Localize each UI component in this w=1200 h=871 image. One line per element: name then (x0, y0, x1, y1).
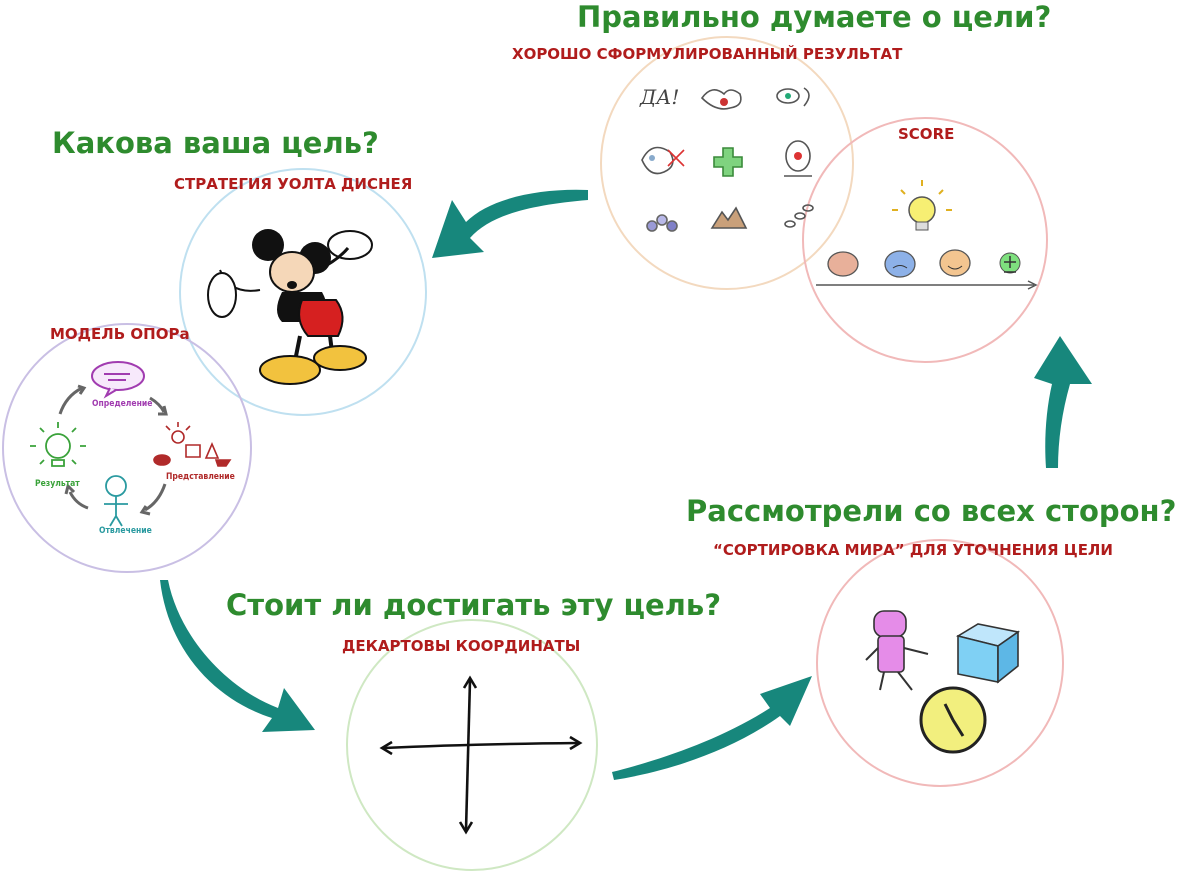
cube-icon (955, 623, 1020, 684)
opora-cycle-arrows (58, 384, 168, 516)
y-axis (464, 679, 472, 831)
stones-icon (646, 214, 678, 232)
arrow-sort-to-score (1034, 336, 1092, 468)
mountains-icon (710, 206, 748, 229)
goal-question: Правильно думаете о цели? (577, 0, 1052, 34)
goal-circle (600, 36, 854, 290)
scene-icon (153, 422, 232, 467)
mickey-illustration (207, 229, 373, 385)
result-lightbulb-icon (30, 422, 86, 467)
face-icons (827, 249, 1021, 278)
opora-circle (2, 323, 252, 573)
opora-title: МОДЕЛЬ ОПОРа (50, 325, 190, 343)
opora-label-definition: Определение (92, 399, 153, 409)
sort-icons (865, 610, 1020, 754)
sort-circle (816, 539, 1064, 787)
flow-arrows (160, 189, 1092, 780)
score-icons (816, 180, 1038, 290)
eye-ear-icon (776, 87, 810, 107)
sort-subtitle: “СОРТИРОВКА МИРА” ДЛЯ УТОЧНЕНИЯ ЦЕЛИ (713, 541, 1113, 559)
speech-bubble-icon (91, 361, 145, 391)
opora-label-result: Результат (35, 479, 80, 489)
footsteps-icon (784, 204, 814, 228)
hands-icon (700, 89, 742, 110)
score-title: SCORE (898, 125, 955, 143)
goal-icons: ДА! (639, 85, 814, 232)
arrow-goal-to-disney (432, 189, 588, 258)
disney-question: Какова ваша цель? (52, 126, 379, 160)
plus-icon (713, 147, 743, 177)
descartes-question: Стоит ли достигать эту цель? (226, 588, 722, 622)
opora-label-distraction: Отвлечение (99, 526, 152, 536)
arrow-opora-to-descartes (160, 580, 315, 732)
target-icon (784, 140, 812, 177)
disney-circle (179, 168, 427, 416)
opora-label-representation: Представление (166, 472, 235, 482)
score-circle (802, 117, 1048, 363)
lightbulb-icon (892, 180, 952, 231)
da-icon-text: ДА! (639, 85, 679, 109)
descartes-circle (346, 619, 598, 871)
figure-icon (865, 610, 929, 691)
arrow-descartes-to-sort (612, 676, 812, 780)
descartes-axes (379, 675, 583, 835)
opora-icons (30, 361, 232, 527)
goal-subtitle: ХОРОШО СФОРМУЛИРОВАННЫЙ РЕЗУЛЬТАТ (512, 45, 903, 63)
x-axis (383, 741, 579, 750)
descartes-subtitle: ДЕКАРТОВЫ КООРДИНАТЫ (342, 637, 581, 655)
clock-icon (919, 686, 987, 754)
person-icon (104, 475, 128, 527)
palette-icon (641, 146, 685, 175)
disney-subtitle: СТРАТЕГИЯ УОЛТА ДИСНЕЯ (174, 175, 413, 193)
sort-question: Рассмотрели со всех сторон? (686, 494, 1177, 528)
